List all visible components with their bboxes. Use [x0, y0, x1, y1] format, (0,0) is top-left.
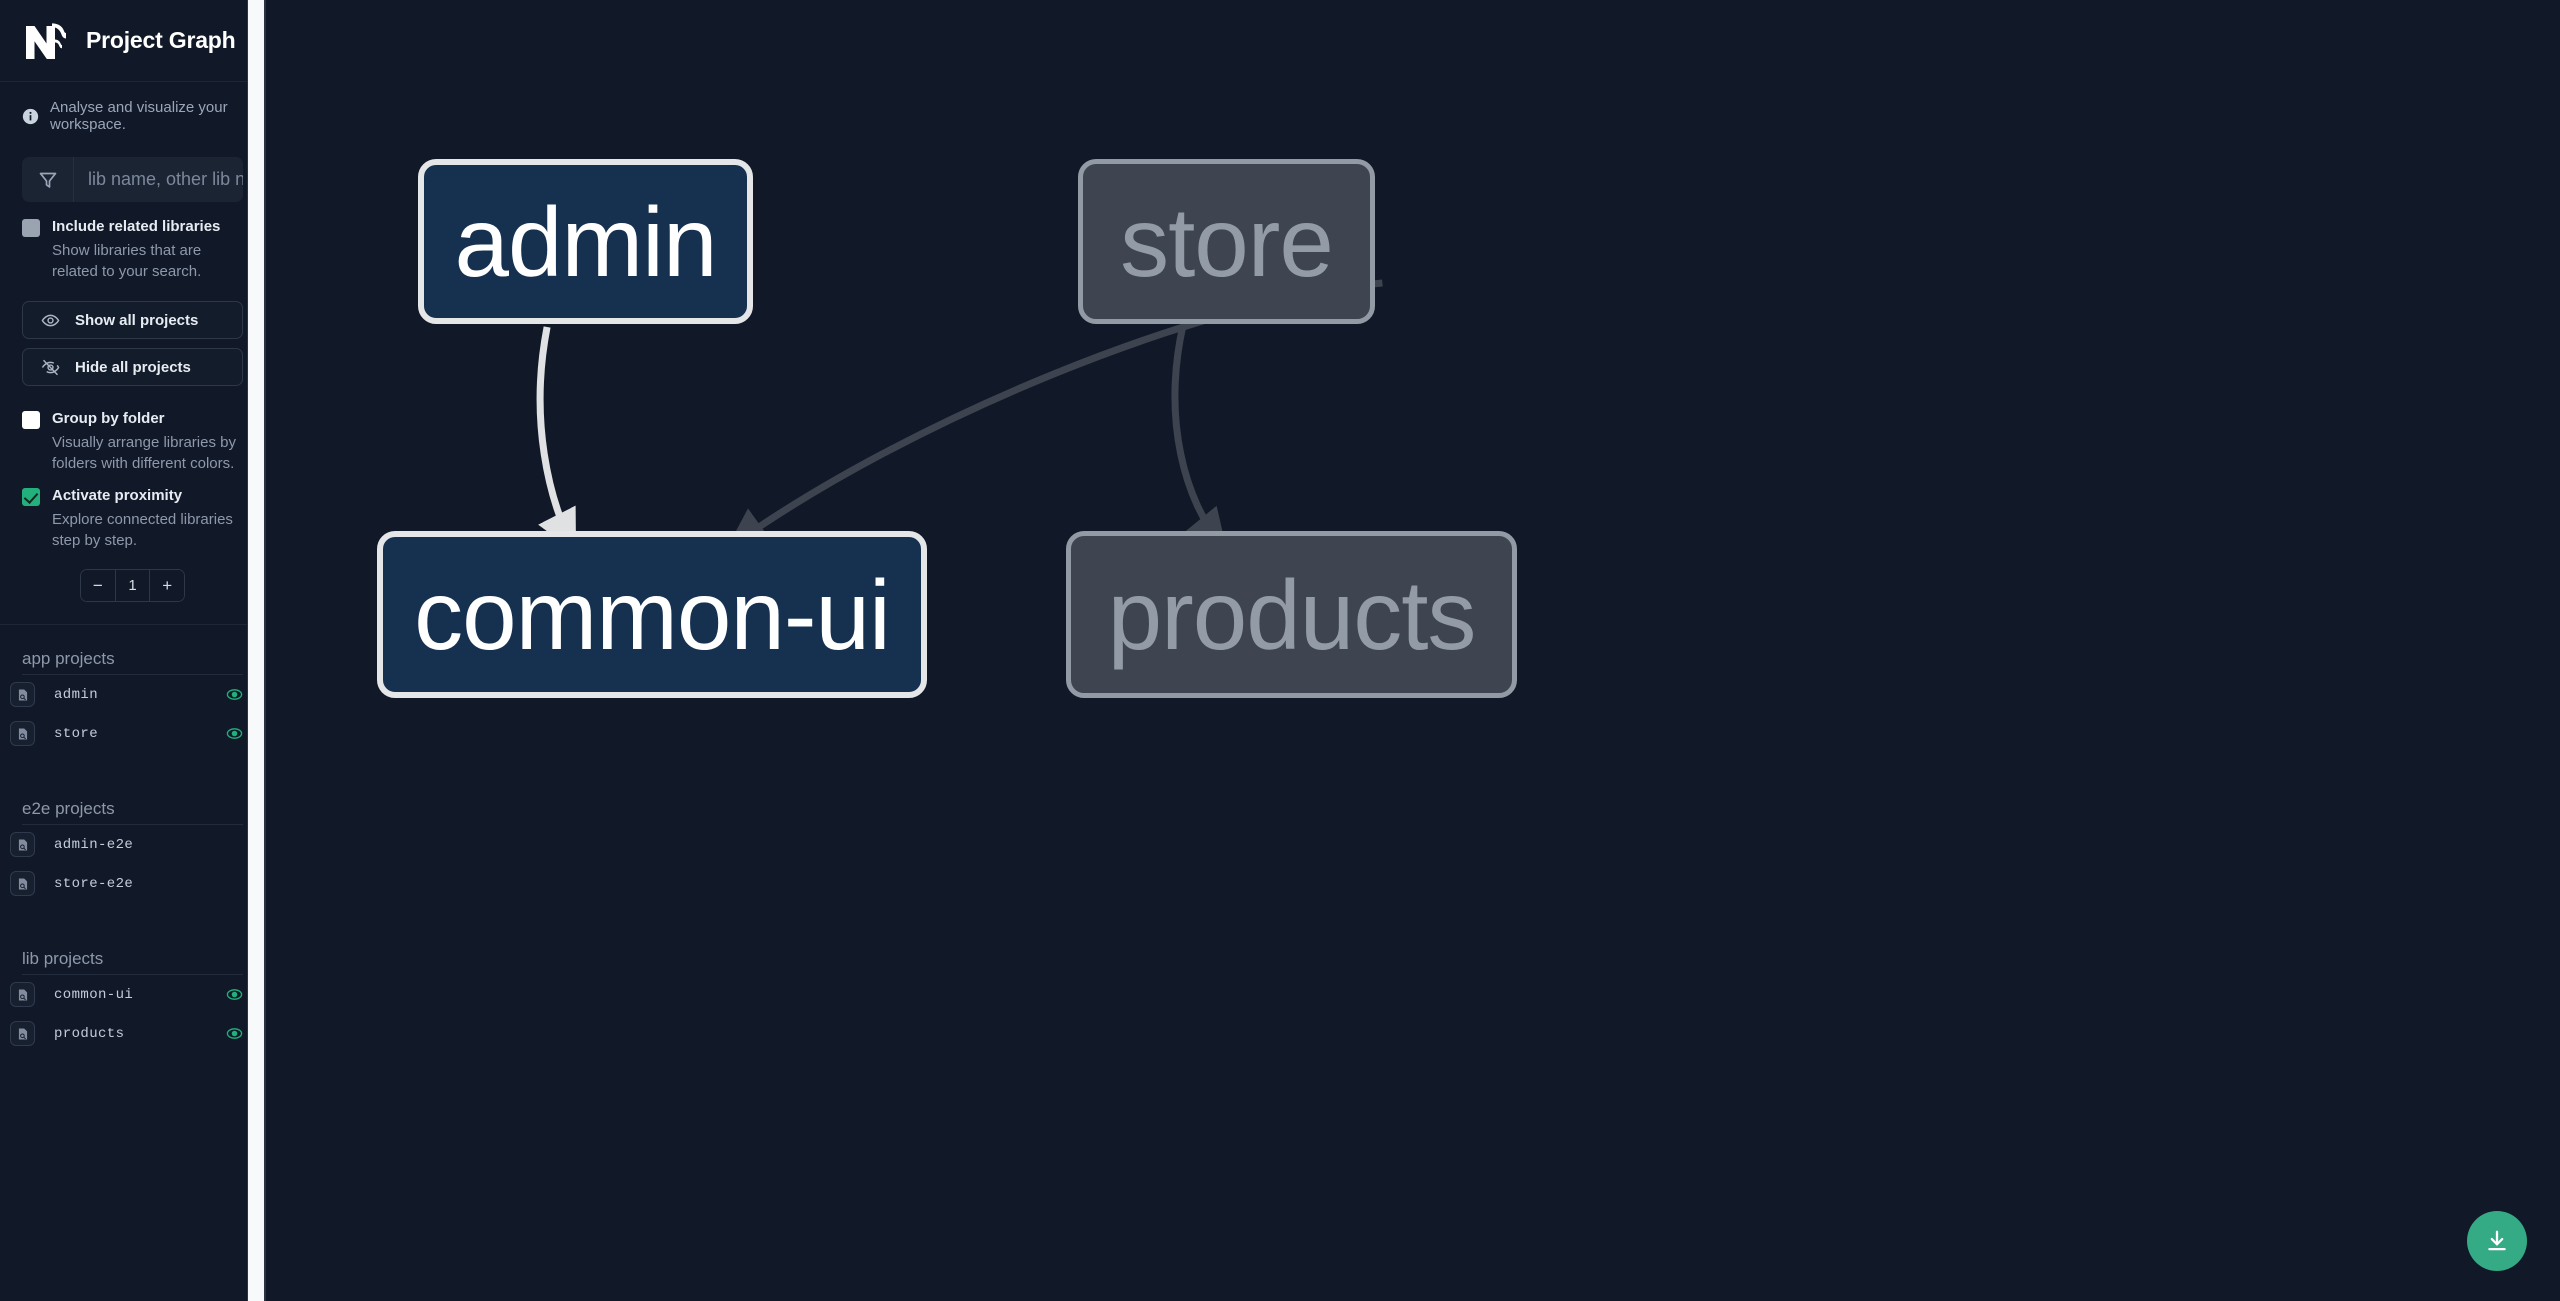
group-rule — [22, 974, 243, 976]
graph-node-common-ui[interactable]: common-ui — [377, 531, 927, 698]
show-all-projects-label: Show all projects — [75, 311, 199, 329]
group-by-folder-checkbox[interactable] — [22, 411, 40, 430]
project-file-icon — [10, 721, 35, 747]
proximity-value: 1 — [114, 570, 151, 602]
edge-store-to-products — [1171, 326, 1228, 552]
group-rule — [22, 824, 243, 826]
graph-node-admin[interactable]: admin — [418, 159, 753, 324]
project-item-common-ui[interactable]: common-ui — [0, 975, 265, 1014]
graph-node-products[interactable]: products — [1066, 531, 1517, 698]
eye-icon — [41, 311, 60, 330]
eye-open-icon[interactable] — [226, 725, 243, 742]
graph-node-label: common-ui — [414, 559, 891, 670]
project-item-products[interactable]: products — [0, 1014, 265, 1053]
download-button[interactable] — [2467, 1211, 2527, 1271]
proximity-stepper[interactable]: − 1 + — [80, 569, 185, 603]
project-name: common-ui — [54, 986, 134, 1003]
project-file-icon — [10, 982, 35, 1008]
include-related-libraries-description: Show libraries that are related to your … — [52, 241, 202, 280]
eye-off-icon — [41, 358, 60, 377]
include-related-libraries-checkbox[interactable] — [22, 219, 40, 237]
sidebar: Project Graph Analyse and visual — [0, 0, 265, 1301]
search-input[interactable] — [74, 157, 243, 202]
option-group-by-folder[interactable]: Group by folder Visually arrange librari… — [0, 386, 265, 474]
project-item-store[interactable]: store — [0, 714, 265, 753]
project-item-store-e2e[interactable]: store-e2e — [0, 864, 265, 903]
project-file-icon — [10, 682, 35, 708]
graph-canvas[interactable]: admin store common-ui products — [265, 0, 2560, 1301]
project-file-icon — [10, 832, 35, 858]
activate-proximity-description: Explore connected libraries step by step… — [52, 510, 233, 549]
sidebar-divider — [0, 624, 265, 626]
proximity-increment-button[interactable]: + — [150, 570, 184, 602]
page-title: Project Graph — [86, 27, 236, 53]
graph-node-label: store — [1120, 186, 1334, 297]
option-include-related-libraries[interactable]: Include related libraries Show libraries… — [0, 202, 265, 282]
eye-open-icon[interactable] — [226, 1025, 243, 1042]
sidebar-header: Project Graph — [0, 0, 265, 82]
eye-open-icon[interactable] — [226, 686, 243, 703]
tagline-text: Analyse and visualize your workspace. — [50, 99, 228, 133]
show-all-projects-button[interactable]: Show all projects — [22, 301, 243, 340]
hide-all-projects-button[interactable]: Hide all projects — [22, 348, 243, 387]
info-icon — [22, 108, 39, 125]
sidebar-scrollbar[interactable] — [247, 0, 265, 1301]
project-name: store — [54, 725, 99, 742]
project-item-admin-e2e[interactable]: admin-e2e — [0, 825, 265, 864]
project-file-icon — [10, 871, 35, 897]
group-by-folder-label: Group by folder — [52, 410, 165, 428]
project-name: admin-e2e — [54, 836, 134, 853]
group-title-e2e-projects: e2e projects — [22, 799, 115, 819]
proximity-decrement-button[interactable]: − — [81, 570, 115, 602]
graph-node-store[interactable]: store — [1078, 159, 1375, 324]
eye-open-icon[interactable] — [226, 986, 243, 1003]
graph-node-label: admin — [454, 186, 718, 297]
project-name: admin — [54, 686, 99, 703]
project-item-admin[interactable]: admin — [0, 675, 265, 714]
activate-proximity-label: Activate proximity — [52, 487, 183, 505]
group-title-lib-projects: lib projects — [22, 949, 104, 969]
project-name: products — [54, 1025, 125, 1042]
graph-node-label: products — [1107, 559, 1477, 670]
nx-logo — [24, 21, 72, 61]
project-name: store-e2e — [54, 875, 134, 892]
edge-admin-to-common-ui — [536, 326, 577, 553]
group-title-app-projects: app projects — [22, 649, 115, 669]
filter-funnel-icon — [22, 157, 74, 202]
include-related-libraries-label: Include related libraries — [52, 218, 221, 235]
hide-all-projects-label: Hide all projects — [75, 358, 191, 376]
sidebar-tagline: Analyse and visualize your workspace. — [0, 82, 265, 148]
project-file-icon — [10, 1021, 35, 1047]
download-icon — [2484, 1228, 2510, 1254]
option-activate-proximity[interactable]: Activate proximity Explore connected lib… — [0, 474, 265, 551]
group-by-folder-description: Visually arrange libraries by folders wi… — [52, 433, 236, 472]
group-rule — [22, 674, 243, 676]
activate-proximity-checkbox[interactable] — [22, 488, 40, 507]
search-box[interactable] — [22, 157, 243, 202]
